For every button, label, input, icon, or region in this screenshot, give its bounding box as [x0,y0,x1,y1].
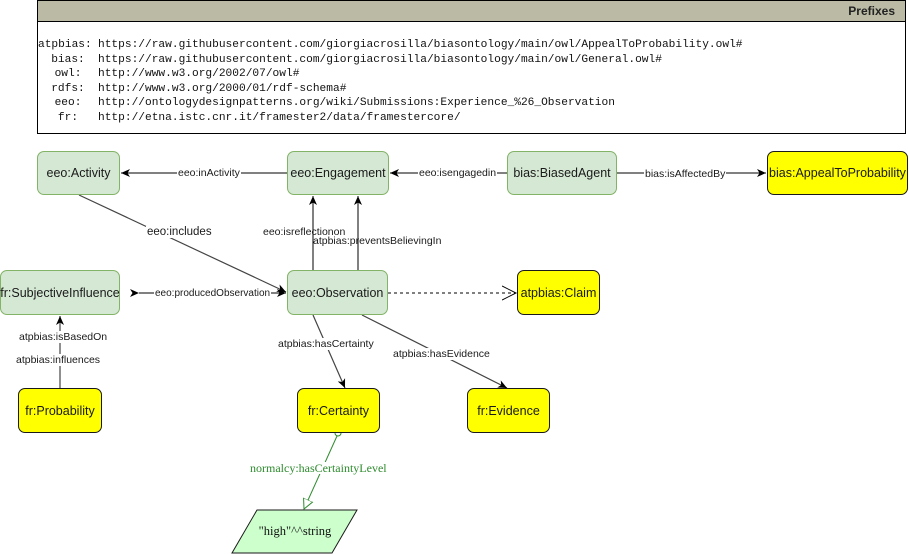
prefix-key: rdfs: [51,82,85,95]
prefix-uri: http://etna.istc.cnr.it/framester2/data/… [98,111,461,124]
prefix-key: fr: [57,111,79,124]
node-appeal-to-probability[interactable]: bias:AppealToProbability [767,151,908,195]
prefix-row: fr: http://etna.istc.cnr.it/framester2/da… [38,111,743,126]
prefix-row: bias: https://raw.githubusercontent.com/g… [38,53,743,68]
prefixes-title: Prefixes [848,4,895,18]
prefix-uri: https://raw.githubusercontent.com/giorgi… [98,39,743,51]
label-is-engaged-in: eeo:isengagedin [418,167,498,179]
label-produced-observation: eeo:producedObservation [154,288,272,300]
label-has-certainty: atpbias:hasCertainty [277,338,375,350]
node-observation[interactable]: eeo:Observation [287,270,388,315]
prefix-row: rdfs: http://www.w3.org/2000/01/rdf-schem… [38,82,743,97]
prefix-row: atpbias: https://raw.githubusercontent.co… [38,38,743,53]
prefix-row: owl: http://www.w3.org/2002/07/owl# [38,67,743,82]
node-certainty[interactable]: fr:Certainty [297,388,380,433]
node-biased-agent[interactable]: bias:BiasedAgent [507,151,617,195]
label-has-certainty-level: normalcy:hasCertaintyLevel [249,461,388,475]
node-engagement[interactable]: eeo:Engagement [287,151,389,195]
prefix-uri: http://www.w3.org/2002/07/owl# [98,68,300,81]
label-is-reflection-on: eeo:isreflectionon [263,226,346,238]
literal-value: "high"^^string [258,524,332,538]
edge-has-certainty [312,314,346,389]
prefix-list: atpbias: https://raw.githubusercontent.co… [38,38,743,126]
label-includes: eeo:includes [146,226,213,238]
prefixes-panel: Prefixes atpbias: https://raw.githubuserc… [37,0,906,134]
node-literal[interactable]: "high"^^string [232,510,358,553]
literal-shape [231,509,358,554]
prefix-key: eeo: [54,97,82,110]
label-is-affected-by: bias:isAffectedBy [644,168,727,180]
label-is-based-on: atpbias:isBasedOn [18,331,109,343]
label-influences: atpbias:influences [15,354,102,366]
prefix-uri: http://ontologydesignpatterns.org/wiki/S… [98,97,615,110]
edge-includes [78,194,287,293]
node-claim[interactable]: atpbias:Claim [517,270,600,315]
node-probability[interactable]: fr:Probability [18,388,102,433]
node-subjective-influence[interactable]: fr:SubjectiveInfluence [0,270,120,315]
prefix-row: eeo: http://ontologydesignpatterns.org/wi… [38,96,743,111]
prefix-uri: http://www.w3.org/2000/01/rdf-schema# [98,82,347,95]
node-activity[interactable]: eeo:Activity [37,151,120,195]
prefix-uri: https://raw.githubusercontent.com/giorgi… [98,53,662,66]
label-prevents-believing-in: atpbias:preventsBelievingIn [313,235,442,247]
prefixes-header: Prefixes [38,1,905,22]
prefix-key: bias: [51,53,85,66]
prefix-key: owl: [54,68,82,81]
prefix-key: atpbias: [38,39,92,51]
node-evidence[interactable]: fr:Evidence [467,388,550,433]
label-has-evidence: atpbias:hasEvidence [392,348,491,360]
label-in-activity: eeo:inActivity [177,167,241,179]
